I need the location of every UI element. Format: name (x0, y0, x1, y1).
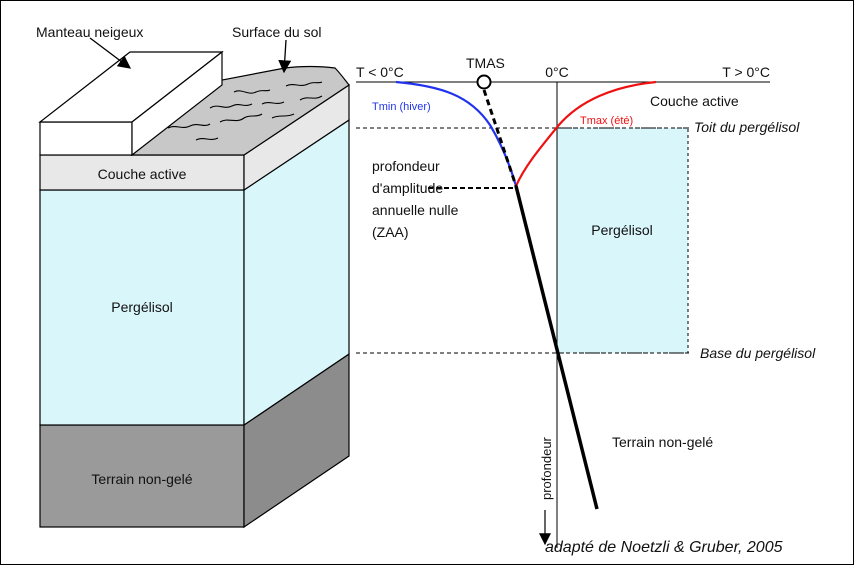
temperature-profile: profondeur T < 0°C TMAS 0°C T > 0°C Tmin… (356, 55, 816, 548)
profile-permafrost-box (556, 127, 689, 354)
profile-permafrost-label: Pergélisol (591, 222, 652, 238)
tmax-curve (514, 80, 657, 187)
snow-side (131, 50, 223, 157)
zaa-label-line-4: (ZAA) (372, 224, 409, 240)
snow-label: Manteau neigeux (36, 24, 143, 40)
permafrost-top-label: Toit du pergélisol (694, 119, 800, 135)
cold-label: T < 0°C (356, 64, 404, 80)
tmas-point (476, 74, 492, 90)
zaa-label-line-1: profondeur (372, 158, 440, 174)
tmas-label: TMAS (466, 55, 505, 71)
surface-pointer (278, 39, 292, 74)
soil-block: Manteau neigeux Surface du sol Couche ac… (36, 24, 350, 529)
zero-label: 0°C (545, 64, 569, 80)
profile-active-layer-label: Couche active (650, 93, 739, 109)
depth-label: profondeur (539, 436, 554, 500)
profile-unfrozen-label: Terrain non-gelé (612, 434, 713, 450)
tmin-curve (395, 80, 518, 187)
zaa-label-line-3: annuelle nulle (372, 202, 459, 218)
surface-texture (167, 81, 323, 141)
tmin-label: Tmin (hiver) (372, 101, 431, 113)
permafrost-front (39, 189, 245, 426)
warm-label: T > 0°C (722, 64, 770, 80)
credit-text: adapté de Noetzli & Gruber, 2005 (545, 539, 783, 556)
unfrozen-front (39, 424, 245, 528)
block-unfrozen-label: Terrain non-gelé (91, 471, 192, 487)
zaa-label-line-2: d'amplitude (372, 180, 443, 196)
tmas-line (482, 89, 518, 187)
block-active-layer-label: Couche active (98, 166, 187, 182)
permafrost-base-label: Base du pergélisol (700, 345, 816, 361)
mean-temperature-profile (514, 185, 599, 510)
tmax-label: Tmax (été) (580, 115, 633, 127)
block-permafrost-label: Pergélisol (111, 299, 172, 315)
snow-pointer (89, 37, 132, 69)
surface-label: Surface du sol (232, 24, 322, 40)
snow-front (39, 121, 133, 156)
